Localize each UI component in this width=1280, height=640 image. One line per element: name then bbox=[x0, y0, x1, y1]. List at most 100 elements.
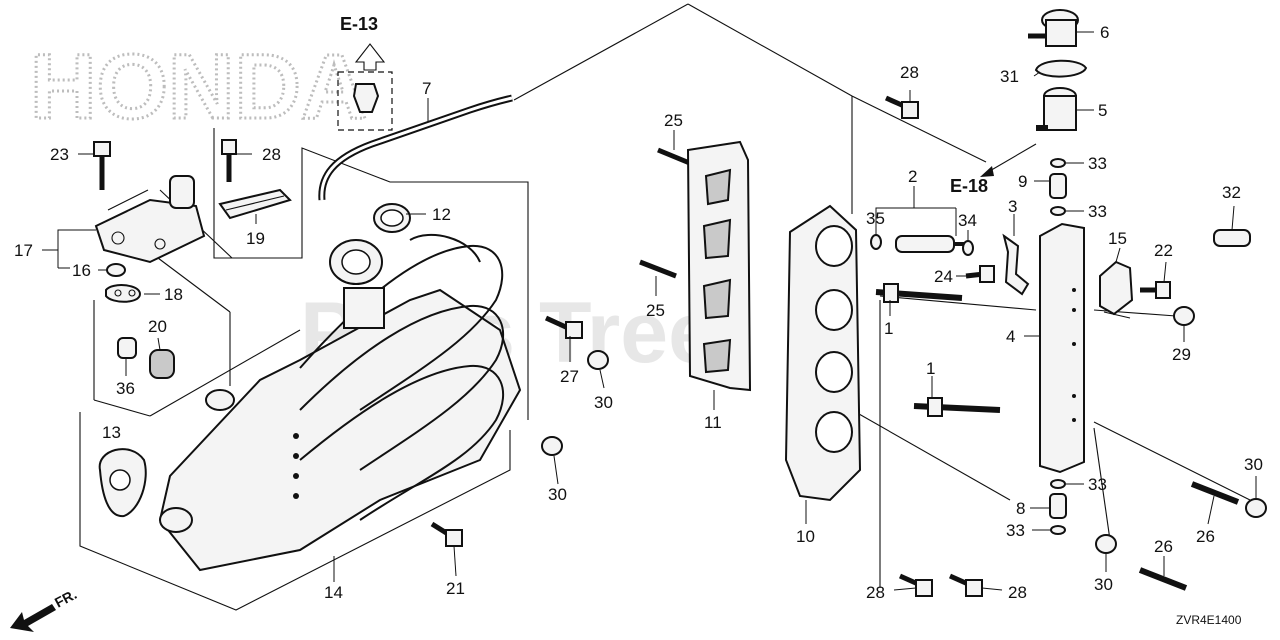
hose-clip-32-part[interactable] bbox=[1213, 229, 1251, 247]
callout-9[interactable]: 9 bbox=[1018, 172, 1027, 191]
callout-5[interactable]: 5 bbox=[1098, 101, 1107, 120]
bracket-19-part[interactable] bbox=[218, 188, 292, 220]
callout-25-lower[interactable]: 25 bbox=[646, 301, 665, 320]
callout-25-upper[interactable]: 25 bbox=[664, 111, 683, 130]
callout-30-mid[interactable]: 30 bbox=[1094, 575, 1113, 594]
callout-12[interactable]: 12 bbox=[432, 205, 451, 224]
callout-30-right[interactable]: 30 bbox=[1244, 455, 1263, 474]
callout-28-upper-left[interactable]: 28 bbox=[262, 145, 281, 164]
callout-3[interactable]: 3 bbox=[1008, 197, 1017, 216]
nut-30-right-part[interactable] bbox=[1245, 498, 1267, 518]
stud-26-lower-part[interactable] bbox=[1138, 567, 1188, 591]
callout-18[interactable]: 18 bbox=[164, 285, 183, 304]
callout-1-lower[interactable]: 1 bbox=[926, 359, 935, 378]
callout-36[interactable]: 36 bbox=[116, 379, 135, 398]
callout-16[interactable]: 16 bbox=[72, 261, 91, 280]
o-ring-33-c-part[interactable] bbox=[1050, 479, 1066, 489]
bolt-28-top-part[interactable] bbox=[884, 95, 919, 119]
plug-36-part[interactable] bbox=[117, 337, 137, 359]
callout-15[interactable]: 15 bbox=[1108, 229, 1127, 248]
e13-reference-label[interactable]: E-13 bbox=[340, 14, 378, 34]
callout-29[interactable]: 29 bbox=[1172, 345, 1191, 364]
callout-26-lower[interactable]: 26 bbox=[1154, 537, 1173, 556]
callout-28-bottom-left[interactable]: 28 bbox=[866, 583, 885, 602]
gasket-13-part[interactable] bbox=[98, 448, 147, 518]
callout-33-a[interactable]: 33 bbox=[1088, 154, 1107, 173]
callout-30-lower[interactable]: 30 bbox=[548, 485, 567, 504]
callout-28-top[interactable]: 28 bbox=[900, 63, 919, 82]
bolt-28-bottom-left-part[interactable] bbox=[898, 573, 933, 597]
callout-31[interactable]: 31 bbox=[1000, 67, 1019, 86]
callout-11[interactable]: 11 bbox=[704, 413, 722, 432]
callout-17[interactable]: 17 bbox=[14, 241, 33, 260]
callout-13[interactable]: 13 bbox=[102, 423, 121, 442]
stud-26-right-part[interactable] bbox=[1190, 481, 1240, 505]
bolt-21-part[interactable] bbox=[430, 521, 463, 547]
bracket-15-part[interactable] bbox=[1099, 260, 1134, 316]
callout-28-bottom-right[interactable]: 28 bbox=[1008, 583, 1027, 602]
o-ring-33-d-part[interactable] bbox=[1050, 525, 1066, 535]
callout-23[interactable]: 23 bbox=[50, 145, 69, 164]
callout-10[interactable]: 10 bbox=[796, 527, 815, 546]
callout-7[interactable]: 7 bbox=[422, 79, 431, 98]
callout-34[interactable]: 34 bbox=[958, 211, 977, 230]
idle-air-control-valve-part[interactable] bbox=[94, 175, 206, 264]
stud-25-lower-part[interactable] bbox=[639, 259, 677, 279]
e13-reference[interactable]: E-13 bbox=[337, 14, 393, 131]
bolt-23-part[interactable] bbox=[93, 141, 111, 190]
stud-25-upper-part[interactable] bbox=[657, 147, 693, 167]
callout-2[interactable]: 2 bbox=[908, 167, 917, 186]
callout-33-c[interactable]: 33 bbox=[1088, 475, 1107, 494]
pressure-regulator-6-part[interactable] bbox=[1028, 9, 1079, 47]
o-ring-35-part[interactable] bbox=[870, 234, 882, 250]
callout-30-upper[interactable]: 30 bbox=[594, 393, 613, 412]
callout-33-b[interactable]: 33 bbox=[1088, 202, 1107, 221]
stud-1-upper-part[interactable] bbox=[875, 283, 963, 303]
fuel-injector-2-part[interactable] bbox=[895, 235, 964, 253]
nut-30-mid-part[interactable] bbox=[1095, 534, 1117, 554]
bracket-3-part[interactable] bbox=[1002, 233, 1030, 296]
vapor-hose-part[interactable] bbox=[318, 94, 513, 201]
stud-1-lower-part[interactable] bbox=[913, 397, 1001, 417]
nut-30-upper-part[interactable] bbox=[587, 350, 609, 370]
callout-26-right[interactable]: 26 bbox=[1196, 527, 1215, 546]
bolt-22-part[interactable] bbox=[1140, 281, 1171, 299]
callout-1-upper[interactable]: 1 bbox=[884, 319, 893, 338]
fuel-rail-4-part[interactable] bbox=[1039, 222, 1085, 474]
nut-30-lower-part[interactable] bbox=[541, 436, 563, 456]
callout-27[interactable]: 27 bbox=[560, 367, 579, 386]
bolt-28-upper-left-part[interactable] bbox=[221, 139, 237, 182]
o-ring-33-b-part[interactable] bbox=[1050, 206, 1066, 216]
regulator-housing-5-part[interactable] bbox=[1036, 87, 1077, 131]
filter-9-part[interactable] bbox=[1049, 173, 1067, 199]
callout-33-d[interactable]: 33 bbox=[1006, 521, 1025, 540]
manifold-gasket-11-part[interactable] bbox=[686, 140, 752, 392]
bolt-27-part[interactable] bbox=[544, 315, 583, 339]
callout-4[interactable]: 4 bbox=[1006, 327, 1015, 346]
intake-manifold-14-part[interactable] bbox=[158, 233, 522, 572]
callout-21[interactable]: 21 bbox=[446, 579, 465, 598]
callout-19[interactable]: 19 bbox=[246, 229, 265, 248]
nut-16-part[interactable] bbox=[106, 263, 126, 277]
filter-8-part[interactable] bbox=[1049, 493, 1067, 519]
callout-32[interactable]: 32 bbox=[1222, 183, 1241, 202]
callout-14[interactable]: 14 bbox=[324, 583, 343, 602]
o-ring-34-part[interactable] bbox=[962, 240, 974, 256]
seal-ring-12-part[interactable] bbox=[373, 203, 411, 233]
grommet-20-part[interactable] bbox=[149, 349, 175, 379]
callout-8[interactable]: 8 bbox=[1016, 499, 1025, 518]
callout-24[interactable]: 24 bbox=[934, 267, 953, 286]
clamp-31-part[interactable] bbox=[1034, 59, 1088, 78]
callout-20[interactable]: 20 bbox=[148, 317, 167, 336]
o-ring-33-a-part[interactable] bbox=[1050, 158, 1066, 168]
e18-reference-label[interactable]: E-18 bbox=[950, 176, 988, 196]
callout-35[interactable]: 35 bbox=[866, 209, 885, 228]
e18-reference[interactable]: E-18 bbox=[950, 143, 1037, 196]
callout-22[interactable]: 22 bbox=[1154, 241, 1173, 260]
intake-flange-10-part[interactable] bbox=[784, 204, 862, 502]
bolt-24-part[interactable] bbox=[965, 265, 995, 283]
nut-29-part[interactable] bbox=[1173, 306, 1195, 326]
gasket-18-part[interactable] bbox=[105, 284, 142, 303]
bolt-28-bottom-right-part[interactable] bbox=[948, 573, 983, 597]
callout-6[interactable]: 6 bbox=[1100, 23, 1109, 42]
